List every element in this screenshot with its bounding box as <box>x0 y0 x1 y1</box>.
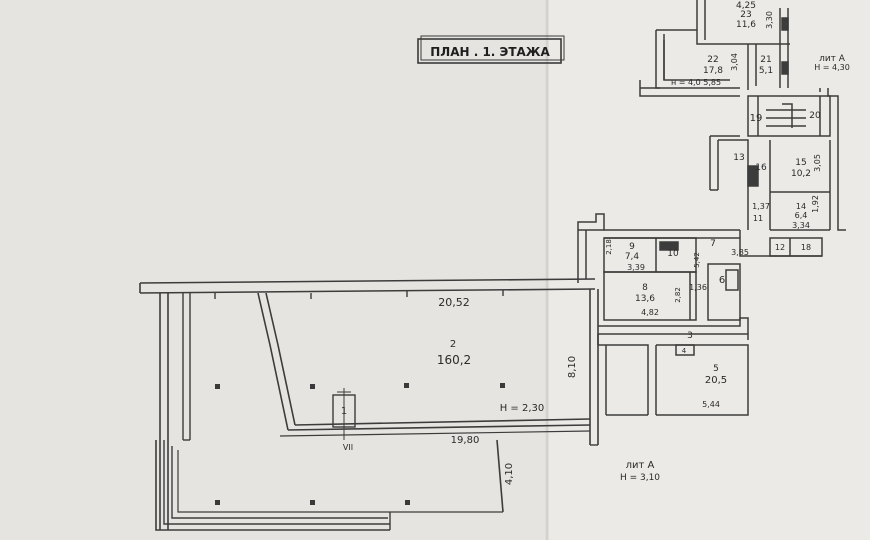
room-22-number: 22 <box>707 55 718 65</box>
room-16-number: 16 <box>755 163 767 173</box>
room-21-dim: 3,04 <box>730 53 739 71</box>
room-137-dim: 1,37 <box>752 202 770 211</box>
hall-depth: 8,10 <box>567 356 578 378</box>
room-11-number: 11 <box>753 214 763 223</box>
room-8-number: 8 <box>642 283 648 293</box>
room-14-number: 14 <box>796 202 806 211</box>
hall-depth-left: 4,10 <box>504 463 515 485</box>
room-22-note: н = 4,0 5,85 <box>671 78 721 87</box>
plan-title: ПЛАН . 1. ЭТАЖА <box>430 45 550 59</box>
room-23-number: 23 <box>740 10 751 20</box>
room-12-number: 12 <box>775 243 785 252</box>
room-18-number: 18 <box>801 243 811 252</box>
room-14-area: 6,4 <box>795 211 808 220</box>
room-23-dim: 3,30 <box>765 11 774 29</box>
room-13-number: 13 <box>733 153 744 163</box>
room-1-number: 1 <box>341 406 347 417</box>
room-3-number: 3 <box>687 331 693 341</box>
room-5-dim: 5,44 <box>702 400 720 409</box>
room-4-number: 4 <box>682 347 687 355</box>
room-8-area: 13,6 <box>635 294 655 304</box>
room-9-side: 2,18 <box>605 239 613 255</box>
room-9-number: 9 <box>629 242 635 252</box>
entrance-label: VII <box>343 443 353 452</box>
room-9-dim: 3,39 <box>627 263 645 272</box>
room-14-dim-a: 1,92 <box>811 195 820 213</box>
room-23-area: 11,6 <box>736 20 756 30</box>
room-20-number: 20 <box>809 111 821 121</box>
room-14-dim-b: 3,34 <box>792 221 810 230</box>
stamp-top-line2: Н = 4,30 <box>814 63 850 72</box>
room-5-number: 5 <box>713 364 719 374</box>
plan-title-stamp: ПЛАН . 1. ЭТАЖА <box>417 35 565 64</box>
room-15-dim: 3,05 <box>813 154 822 172</box>
room-7-side: 5,42 <box>693 252 701 268</box>
stamp-top-line1: лит А <box>819 54 846 64</box>
hall-width-bottom: 19,80 <box>451 435 480 446</box>
room-21-area: 5,1 <box>759 66 773 76</box>
room-7-number: 7 <box>710 239 716 249</box>
stamp-bottom-line1: лит А <box>626 460 655 471</box>
room-6-number: 6 <box>719 275 725 286</box>
room-136-dim: 1,36 <box>689 283 707 292</box>
room-8-side: 2,82 <box>674 287 682 303</box>
room-9-area: 7,4 <box>625 252 640 262</box>
stamp-bottom-line2: Н = 3,10 <box>620 473 660 483</box>
room-15-number: 15 <box>795 158 806 168</box>
hall-number: 2 <box>450 339 456 350</box>
hall-columns <box>215 383 505 505</box>
hall-width-top: 20,52 <box>438 296 470 309</box>
room-top-a-dim: 4,25 <box>736 1 756 11</box>
room-8-dim: 4,82 <box>641 308 659 317</box>
room-7-dim: 3,85 <box>731 248 749 257</box>
room-5-area: 20,5 <box>705 375 727 386</box>
room-10-number: 10 <box>667 249 679 259</box>
room-21-number: 21 <box>760 55 771 65</box>
room-19-number: 19 <box>750 113 763 124</box>
hall-height: Н = 2,30 <box>500 403 545 414</box>
main-hall-walls <box>139 278 599 531</box>
hall-area: 160,2 <box>437 353 471 367</box>
room-15-area: 10,2 <box>791 169 811 179</box>
right-wing-walls <box>577 0 846 416</box>
right-wing-labels: 4,25 23 11,6 3,30 22 17,8 н = 4,0 5,85 2… <box>605 1 850 483</box>
room-22-area: 17,8 <box>703 66 723 76</box>
